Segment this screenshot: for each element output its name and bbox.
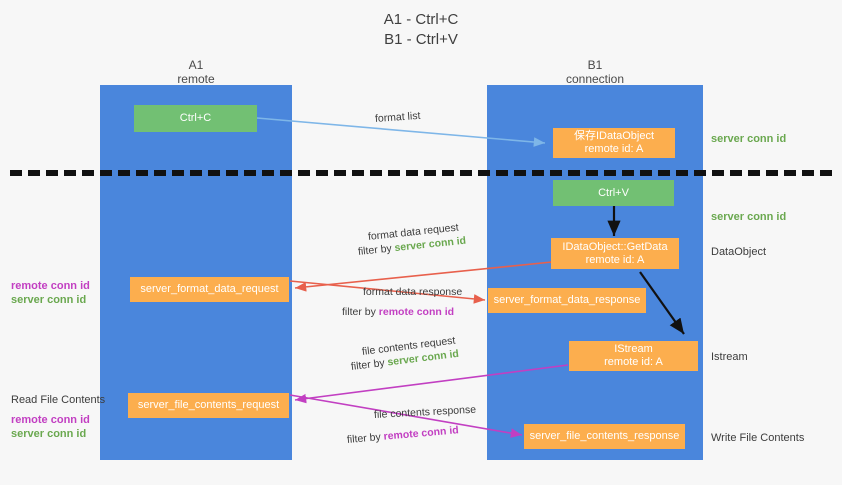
filter-prefix: filter by — [357, 242, 396, 258]
arrow-getdata-to-istream — [639, 271, 685, 335]
right-label-server-conn-id-2: server conn id — [711, 211, 787, 223]
left-label-server-conn-id-2: server conn id — [11, 428, 87, 440]
box-istream-line2: remote id: A — [604, 356, 663, 368]
box-server-file-contents-response[interactable]: server_file_contents_response — [524, 424, 685, 449]
diagram-title: A1 - Ctrl+C B1 - Ctrl+V — [0, 10, 842, 50]
column-header-a1: A1 remote — [100, 58, 292, 86]
box-istream[interactable]: IStream remote id: A — [569, 341, 698, 371]
edge-label-format-data-response: format data response — [363, 286, 463, 298]
arrow-file-contents-request — [294, 364, 569, 404]
left-label-read-file-contents: Read File Contents — [11, 394, 106, 406]
right-label-istream: Istream — [711, 351, 748, 363]
box-ctrl-v-label: Ctrl+V — [598, 186, 629, 199]
arrow-format-list — [256, 117, 546, 147]
right-label-server-conn-id-1: server conn id — [711, 133, 787, 145]
box-getdata-line2: remote id: A — [585, 253, 645, 266]
box-istream-line1: IStream — [614, 343, 653, 355]
box-ctrl-c-label: Ctrl+C — [179, 112, 212, 124]
arrow-format-data-response — [289, 280, 486, 304]
column-b1-sub: connection — [565, 72, 625, 86]
box-server-format-data-request[interactable]: server_format_data_request — [130, 277, 289, 302]
right-label-write-file-contents: Write File Contents — [711, 432, 805, 444]
left-label-server-conn-id-1: server conn id — [11, 294, 87, 306]
box-ctrl-c[interactable]: Ctrl+C — [134, 105, 257, 132]
column-header-b1: B1 connection — [487, 58, 703, 86]
right-label-dataobject: DataObject — [711, 246, 767, 258]
edge-label-format-data-response-filter: filter by remote conn id — [342, 305, 454, 319]
column-a1-name: A1 — [188, 58, 204, 72]
phase-divider — [10, 170, 832, 176]
box-getdata-line1: IDataObject::GetData — [562, 240, 668, 253]
box-server-file-contents-request[interactable]: server_file_contents_request — [128, 393, 289, 418]
box-server-file-contents-request-label: server_file_contents_request — [137, 399, 280, 411]
column-a1-sub: remote — [177, 72, 215, 86]
box-save-idataobject[interactable]: 保存IDataObject remote id: A — [553, 128, 675, 158]
box-ctrl-v[interactable]: Ctrl+V — [553, 180, 674, 206]
title-line-1: A1 - Ctrl+C — [383, 11, 459, 28]
filter-prefix: filter by — [342, 306, 379, 318]
box-server-file-contents-response-label: server_file_contents_response — [529, 430, 680, 442]
box-save-idataobject-line2: remote id: A — [584, 143, 644, 155]
box-save-idataobject-line1: 保存IDataObject — [573, 130, 655, 142]
box-server-format-data-response-label: server_format_data_response — [493, 294, 641, 306]
box-server-format-data-request-label: server_format_data_request — [140, 283, 279, 295]
box-getdata[interactable]: IDataObject::GetData remote id: A — [551, 238, 679, 269]
arrow-format-data-request — [294, 261, 553, 292]
title-line-2: B1 - Ctrl+V — [384, 31, 458, 48]
left-label-remote-conn-id-2: remote conn id — [11, 414, 90, 426]
filter-prefix: filter by — [346, 430, 385, 446]
filter-key-remote-conn-id: remote conn id — [378, 306, 455, 318]
arrow-file-contents-response — [289, 394, 523, 438]
box-server-format-data-response[interactable]: server_format_data_response — [488, 288, 646, 313]
column-b1-name: B1 — [587, 58, 603, 72]
left-label-remote-conn-id-1: remote conn id — [11, 280, 90, 292]
